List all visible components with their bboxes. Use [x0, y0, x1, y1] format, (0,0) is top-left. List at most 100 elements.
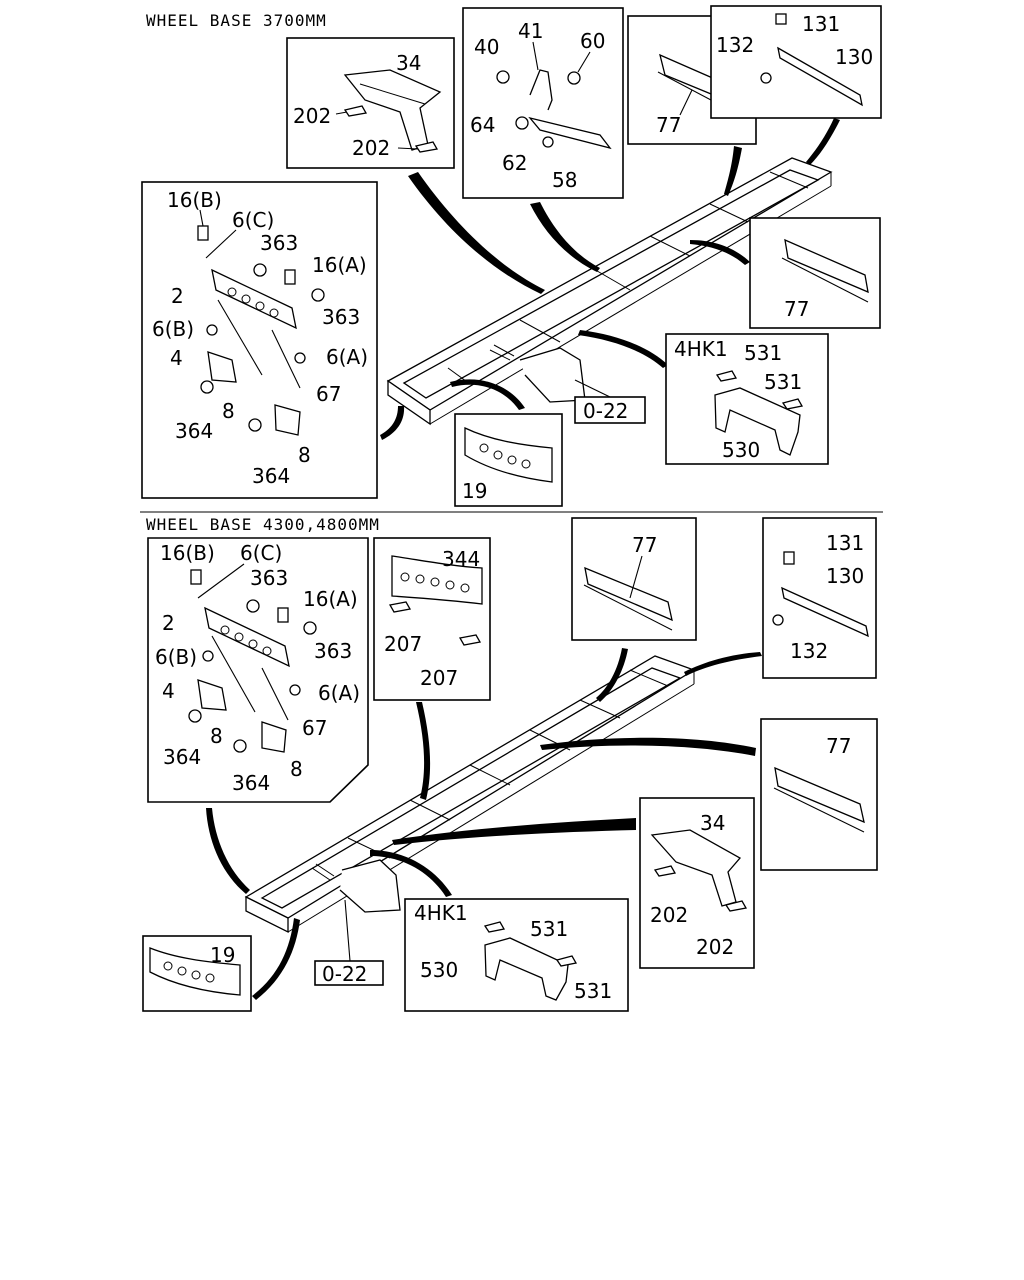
callout-left-group: 16(B) 6(C) 363 16(A) 2 363 6(B) 4 6(A) 6…	[147, 537, 369, 803]
part-label: 364	[163, 745, 201, 769]
part-label: 67	[302, 716, 327, 740]
chassis-frame	[386, 157, 833, 426]
part-label: 364	[175, 419, 213, 443]
leader-swoop	[530, 202, 600, 272]
part-label: 132	[716, 33, 754, 57]
leader-swoop	[370, 850, 452, 897]
callout-crossmember-34: 34 202 202	[286, 37, 455, 169]
part-label: 364	[252, 464, 290, 488]
part-label: 77	[656, 113, 681, 137]
callout-end-cm: 131 130 132	[762, 517, 877, 679]
part-label: 77	[826, 734, 851, 758]
callout-top-cm-77: 77	[571, 517, 697, 641]
section-header: WHEEL BASE 4300,4800MM	[146, 515, 380, 534]
part-label: 60	[580, 29, 605, 53]
ref-box: 0-22	[574, 379, 646, 424]
callout-front-cm-19: 19	[454, 413, 563, 507]
leader-swoop	[690, 240, 750, 265]
callout-engine-mount: 4HK1 531 530 531	[404, 898, 629, 1012]
part-label: 531	[574, 979, 612, 1003]
part-label: 130	[835, 45, 873, 69]
part-label: 6(A)	[318, 681, 360, 705]
ref-box: 0-22	[314, 899, 384, 986]
part-label: 77	[632, 533, 657, 557]
part-label: 34	[700, 811, 725, 835]
part-label: 4	[162, 679, 175, 703]
part-label: 131	[802, 12, 840, 36]
part-label: 530	[722, 438, 760, 462]
part-label: 6(B)	[155, 645, 197, 669]
part-label: 6(A)	[326, 345, 368, 369]
part-label: 202	[696, 935, 734, 959]
part-label: 2	[162, 611, 175, 635]
part-label: 202	[352, 136, 390, 160]
part-label: 207	[420, 666, 458, 690]
callout-crossmember-344: 344 207 207	[373, 537, 491, 701]
leader-swoop	[540, 737, 756, 756]
leader-swoop	[380, 406, 405, 440]
leader-swoop	[806, 118, 840, 165]
callout-mid-cm-77: 77	[749, 217, 881, 329]
part-label: 6(B)	[152, 317, 194, 341]
part-label: 531	[764, 370, 802, 394]
part-label: 8	[290, 757, 303, 781]
leader-swoop	[392, 818, 636, 845]
part-label: 62	[502, 151, 527, 175]
leader-swoop	[578, 330, 668, 368]
part-label: 363	[250, 566, 288, 590]
leader-swoop	[684, 652, 762, 676]
callout-end-cm: 131 132 130	[710, 5, 882, 119]
part-label: 531	[530, 917, 568, 941]
part-label: 8	[298, 443, 311, 467]
part-label: 207	[384, 632, 422, 656]
part-label: 6(C)	[232, 208, 274, 232]
leader-swoop	[206, 808, 250, 894]
ref-label: 0-22	[322, 962, 367, 986]
part-label: 19	[462, 479, 487, 503]
part-label: 363	[322, 305, 360, 329]
part-label: 344	[442, 547, 480, 571]
part-label: 8	[210, 724, 223, 748]
part-label: 64	[470, 113, 495, 137]
part-label: 16(A)	[303, 587, 358, 611]
part-label: 77	[784, 297, 809, 321]
part-label: 40	[474, 35, 499, 59]
part-label: 530	[420, 958, 458, 982]
section-wheelbase-3700: WHEEL BASE 3700MM	[141, 5, 882, 507]
engine-label: 4HK1	[414, 901, 468, 925]
chassis-frame	[244, 655, 696, 934]
part-label: 4	[170, 346, 183, 370]
part-label: 130	[826, 564, 864, 588]
part-label: 67	[316, 382, 341, 406]
leader-swoop	[252, 918, 300, 1000]
leader-swoop	[724, 146, 742, 196]
part-label: 6(C)	[240, 541, 282, 565]
leader-swoop	[408, 172, 545, 294]
part-label: 364	[232, 771, 270, 795]
section-wheelbase-4300-4800: WHEEL BASE 4300,4800MM	[142, 515, 878, 1012]
engine-label: 4HK1	[674, 337, 728, 361]
part-label: 16(B)	[167, 188, 222, 212]
leader-swoop	[450, 379, 525, 410]
part-label: 58	[552, 168, 577, 192]
part-label: 2	[171, 284, 184, 308]
part-label: 202	[650, 903, 688, 927]
callout-side-cm-77: 77	[760, 718, 878, 871]
callout-bracket-group: 41 40 60 64 62 58	[462, 7, 624, 199]
part-label: 202	[293, 104, 331, 128]
part-label: 16(B)	[160, 541, 215, 565]
section-header: WHEEL BASE 3700MM	[146, 11, 327, 30]
part-label: 363	[260, 231, 298, 255]
part-label: 41	[518, 19, 543, 43]
part-label: 131	[826, 531, 864, 555]
part-label: 34	[396, 51, 421, 75]
leader-swoop	[596, 648, 628, 702]
ref-label: 0-22	[583, 399, 628, 423]
callout-crossmember-34: 34 202 202	[639, 797, 755, 969]
part-label: 531	[744, 341, 782, 365]
leader-swoop	[416, 702, 431, 800]
part-label: 132	[790, 639, 828, 663]
callout-left-group: 16(B) 6(C) 363 16(A) 2 363 6(B) 4 6(A) 6…	[141, 181, 378, 499]
callout-front-cm-19: 19	[142, 935, 252, 1012]
